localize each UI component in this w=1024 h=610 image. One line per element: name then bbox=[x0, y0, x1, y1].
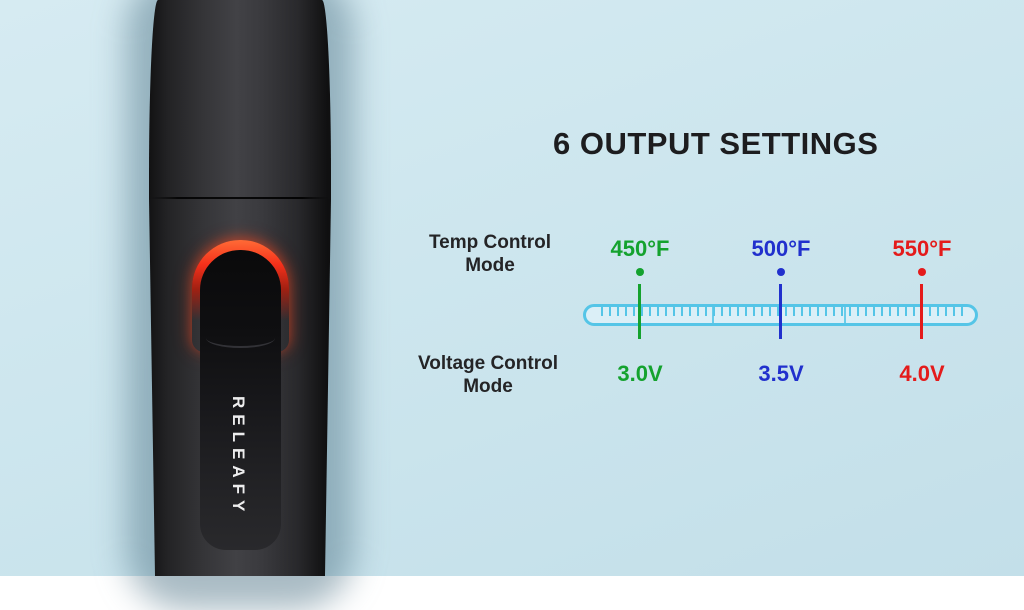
voltage-mode-label: Voltage Control Mode bbox=[398, 352, 578, 398]
voltage-value-3-5v: 3.5V bbox=[758, 361, 804, 386]
pen-mouthpiece-cap bbox=[149, 0, 331, 199]
temp-mode-label: Temp Control Mode bbox=[400, 231, 580, 277]
marker-dot-blue bbox=[777, 268, 785, 276]
marker-line-green bbox=[638, 284, 641, 339]
marker-dot-red bbox=[918, 268, 926, 276]
ruler-segment-divider-1 bbox=[712, 307, 715, 323]
voltage-value-4-0v: 4.0V bbox=[899, 361, 945, 386]
pen-seam-line bbox=[151, 197, 329, 199]
voltage-value-3-0v: 3.0V bbox=[617, 361, 663, 386]
voltage-mode-label-line2: Mode bbox=[463, 376, 513, 397]
brand-logo: RELEAFY bbox=[229, 396, 248, 518]
power-button-panel bbox=[200, 250, 281, 550]
temp-mode-label-line2: Mode bbox=[465, 255, 515, 276]
marker-line-blue bbox=[779, 284, 782, 339]
button-dome-edge bbox=[206, 328, 275, 348]
page-title: 6 OUTPUT SETTINGS bbox=[553, 126, 879, 161]
temp-value-450f: 450°F bbox=[610, 236, 670, 261]
ruler-segment-divider-2 bbox=[844, 307, 847, 323]
temp-mode-label-line1: Temp Control bbox=[428, 232, 552, 253]
marker-line-red bbox=[920, 284, 923, 339]
temp-value-550f: 550°F bbox=[892, 236, 952, 261]
marker-dot-green bbox=[636, 268, 644, 276]
voltage-mode-label-line1: Voltage Control bbox=[417, 353, 559, 374]
temp-value-500f: 500°F bbox=[751, 236, 811, 261]
